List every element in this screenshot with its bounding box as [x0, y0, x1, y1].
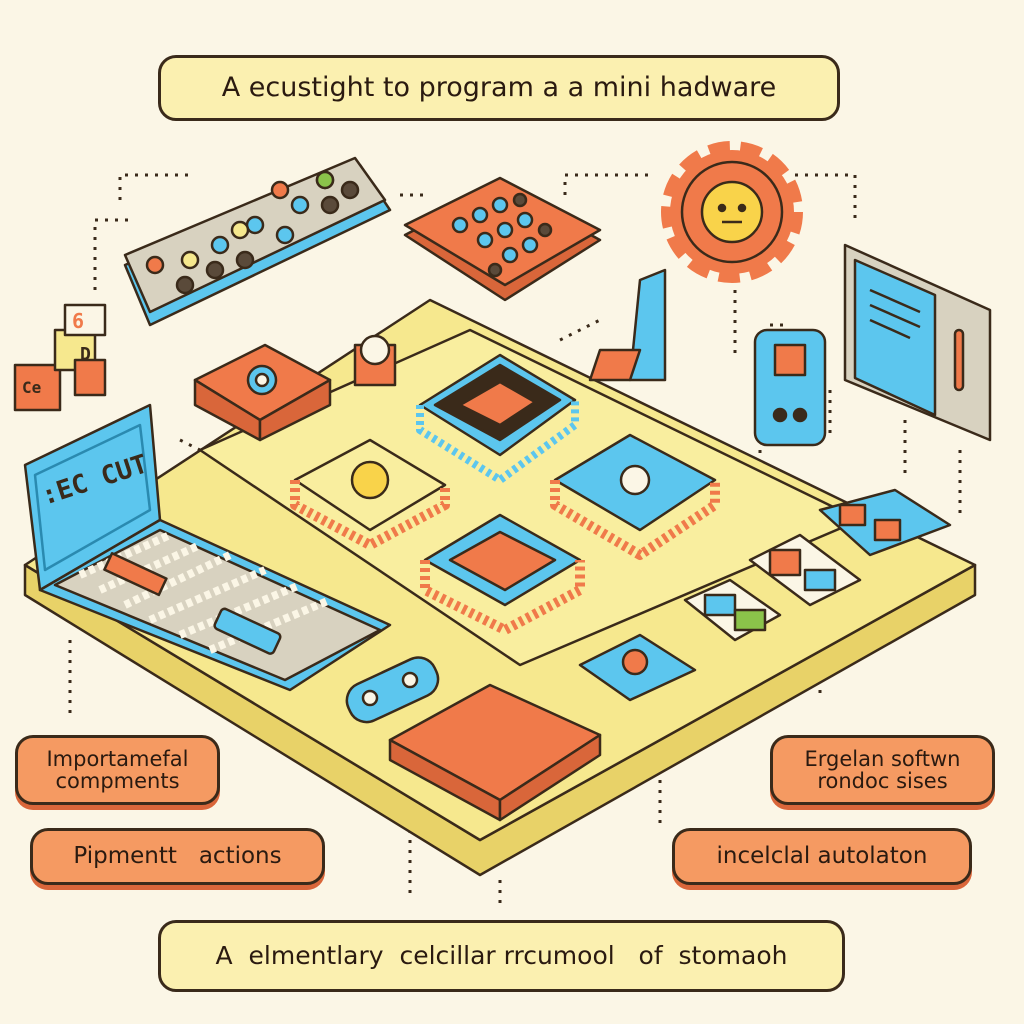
tablet [843, 243, 992, 442]
chip-blue-2 [550, 433, 720, 560]
module-right-3 [683, 578, 782, 642]
label-actions: Pipmentt actions [30, 828, 325, 885]
title-banner: A ecustight to program a a mini hadware [158, 55, 840, 121]
laptop [23, 403, 392, 692]
cube-label-1: 6 [72, 309, 84, 333]
bottom-banner: A elmentlary celcillar rrcumool of stoma… [158, 920, 845, 992]
remote [753, 328, 827, 447]
main-chip [416, 353, 579, 484]
small-component [353, 334, 397, 387]
module-right-4 [578, 633, 697, 702]
module-right-1 [818, 488, 952, 557]
button-matrix [403, 176, 602, 302]
orange-pad [388, 683, 602, 822]
sensor-module [193, 343, 332, 442]
cube-label-3: Ce [22, 378, 41, 397]
module-right-2 [748, 533, 862, 607]
label-important-components: Importamefal compments [15, 735, 220, 805]
chip-orange-3 [420, 513, 585, 635]
bottom-text: A elmentlary celcillar rrcumool of stoma… [215, 940, 788, 970]
label-software: Ergelan softwn rondoc sises [770, 735, 995, 805]
chip-orange-1 [290, 438, 450, 550]
keypad [123, 156, 392, 327]
label-text: Pipmentt actions [73, 843, 282, 870]
bracket [588, 268, 667, 382]
label-text: incelclal autolaton [716, 843, 928, 870]
cubes [13, 303, 107, 412]
gear-icon [661, 141, 803, 283]
label-text: Importamefal compments [46, 746, 189, 793]
title-text: A ecustight to program a a mini hadware [221, 71, 777, 103]
label-automation: incelclal autolaton [672, 828, 972, 885]
cube-label-2: D [80, 344, 91, 365]
slider-control [345, 656, 440, 724]
label-text: Ergelan softwn rondoc sises [804, 746, 961, 793]
